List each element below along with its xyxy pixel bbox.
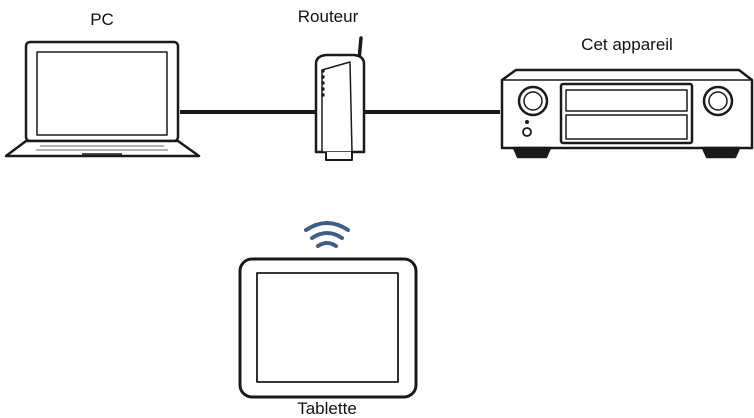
device-label: Cet appareil	[581, 35, 673, 54]
tablet-label: Tablette	[297, 399, 357, 418]
laptop-icon	[4, 40, 201, 158]
av-receiver-icon	[500, 68, 754, 159]
wifi-signal-icon	[304, 221, 350, 248]
router-icon	[314, 36, 366, 161]
tablet-icon	[238, 257, 418, 399]
pc-label: PC	[90, 10, 114, 29]
router-label: Routeur	[297, 7, 359, 26]
